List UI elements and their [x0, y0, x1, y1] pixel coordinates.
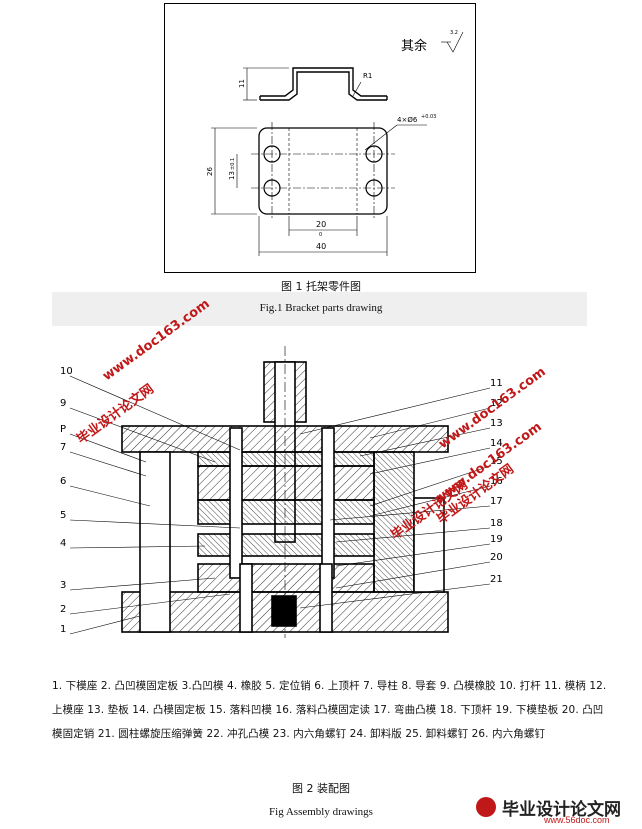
- parts-list: 1. 下模座 2. 凸凹模固定板 3.凸凹模 4. 橡胶 5. 定位销 6. 上…: [52, 680, 607, 740]
- site-logo: 毕业设计论文网 www.56doc.com: [470, 793, 640, 827]
- logo-icon: [476, 797, 496, 817]
- dim-13: 13: [228, 171, 236, 180]
- label-3: 3: [60, 580, 66, 591]
- label-18: 18: [490, 518, 503, 529]
- dim-26: 26: [206, 167, 214, 176]
- label-4: 4: [60, 538, 66, 549]
- assembly-drawing: 10 9 P 7 6 5 4 3 2 1 11 12 13 14 15 16 1…: [60, 346, 503, 638]
- note-text: 其余: [401, 38, 427, 54]
- figure1-caption-cn: 图 1 托架零件图: [281, 280, 361, 293]
- label-19: 19: [490, 534, 503, 545]
- label-6: 6: [60, 476, 66, 487]
- dim-hole-tol: +0.03: [421, 114, 436, 120]
- dim-13-tol: ±0.1: [230, 158, 236, 170]
- label-5: 5: [60, 510, 66, 521]
- logo-url: www.56doc.com: [544, 815, 610, 825]
- caption-band: [52, 292, 587, 326]
- figure2-caption-cn: 图 2 装配图: [292, 782, 350, 795]
- label-14: 14: [490, 438, 503, 449]
- label-17: 17: [490, 496, 503, 507]
- label-16: 16: [490, 476, 503, 487]
- label-7: 7: [60, 442, 66, 453]
- figure2-caption-en: Fig Assembly drawings: [269, 806, 373, 818]
- logo-title: 毕业设计论文网: [502, 800, 621, 820]
- label-9: 9: [60, 398, 66, 409]
- label-11: 11: [490, 378, 503, 389]
- dim-40: 40: [316, 242, 326, 251]
- dim-20: 20: [316, 220, 326, 229]
- dim-11: 11: [238, 79, 246, 88]
- label-20: 20: [490, 552, 503, 563]
- label-12: 12: [490, 398, 503, 409]
- roughness-value: 3.2: [450, 30, 458, 36]
- label-1: 1: [60, 624, 66, 635]
- label-15: 15: [490, 456, 503, 467]
- label-21: 21: [490, 574, 503, 585]
- label-2: 2: [60, 604, 66, 615]
- dim-holes: 4×Ø6: [397, 116, 418, 124]
- dim-20-tol: 0: [319, 232, 322, 238]
- dim-radius: R1: [363, 72, 372, 80]
- label-p: P: [60, 424, 66, 435]
- label-13: 13: [490, 418, 503, 429]
- figure1-caption-en: Fig.1 Bracket parts drawing: [259, 302, 383, 314]
- label-10: 10: [60, 366, 73, 377]
- figure1-frame: 其余 3.2 11 R1 4×Ø6 +0.03 26 13 ±0.1 20 0 …: [164, 3, 476, 273]
- bracket-drawing: 其余 3.2 11 R1 4×Ø6 +0.03 26 13 ±0.1 20 0 …: [206, 30, 464, 256]
